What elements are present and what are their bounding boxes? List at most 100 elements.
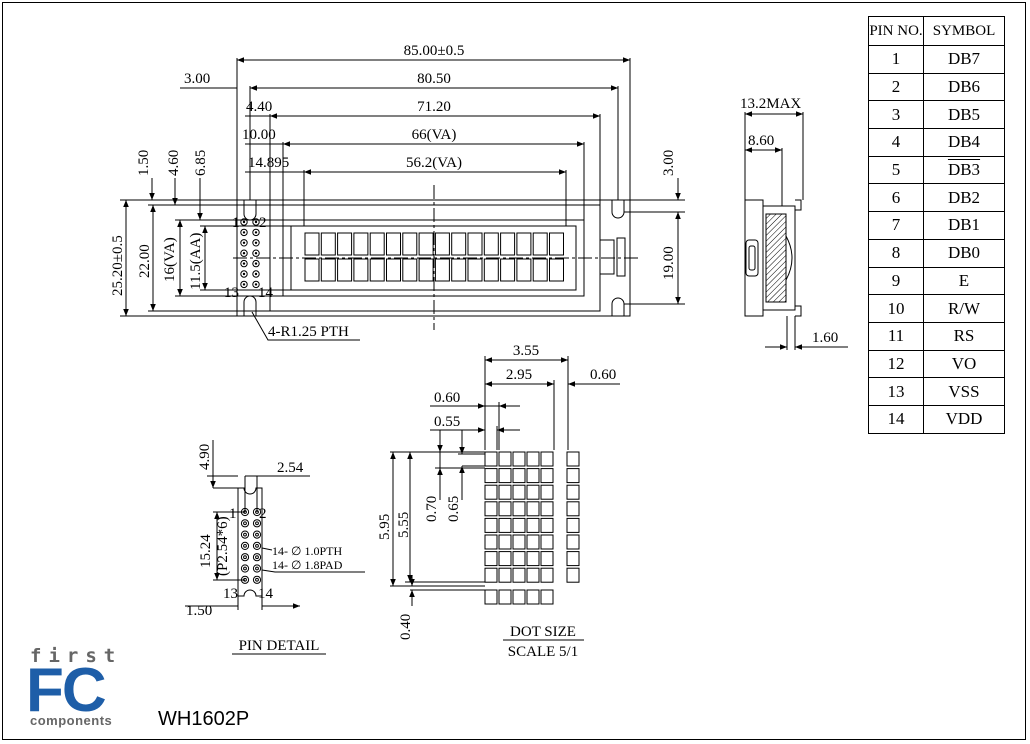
pin-hole [254, 220, 258, 224]
pin-number: 12 [868, 349, 924, 379]
lcd-cell [369, 258, 385, 282]
lcd-cell [386, 232, 401, 256]
dot-cell [512, 468, 526, 484]
pin-hole [254, 283, 258, 286]
dot-cell [498, 501, 512, 517]
pin-symbol: E [923, 266, 1005, 296]
pin-hole [243, 510, 247, 514]
pin-number: 1 [868, 45, 924, 74]
ds-dim-595: 5.95 [377, 514, 393, 540]
pin-symbol: VSS [923, 377, 1005, 406]
pin-hole [242, 262, 246, 265]
lcd-cell [320, 258, 336, 282]
pin-pad [240, 249, 248, 257]
dim-aa-height: 11.5(AA) [188, 233, 204, 290]
pd-pin-13: 13 [223, 586, 238, 602]
dot-cell [540, 517, 554, 533]
dim-side-860: 8.60 [748, 133, 774, 149]
pin-symbol: R/W [923, 294, 1005, 323]
pin-hole [243, 555, 247, 560]
dot-cell [512, 517, 526, 533]
pin-hole [255, 510, 259, 514]
pin-number: 10 [868, 294, 924, 323]
model-number: WH1602P [158, 708, 250, 730]
dot-cell [512, 501, 526, 517]
pin-hole [255, 555, 259, 560]
front-view [233, 185, 640, 330]
pin-hole [255, 566, 259, 571]
dot-cell [540, 534, 554, 550]
pin-pad [240, 575, 250, 584]
dim-460: 4.60 [166, 150, 182, 176]
ds-dim-060b: 0.60 [590, 367, 616, 383]
dim-side-max: 13.2MAX [740, 96, 801, 112]
dot-cell [498, 468, 512, 484]
lcd-cell [434, 232, 450, 256]
dot-cell [512, 567, 526, 583]
dim-1000: 10.00 [242, 127, 276, 143]
lcd-cell [549, 232, 564, 256]
lcd-cell [451, 258, 467, 282]
pin-number: 2 [868, 72, 924, 102]
dot-cell [566, 551, 580, 567]
pin-detail-holes [240, 507, 262, 584]
logo-components-text: components [30, 713, 113, 728]
pin-symbol: VDD [923, 404, 1005, 434]
dot-cell [484, 567, 498, 583]
pin-number: 6 [868, 183, 924, 213]
dot-cell [526, 484, 540, 500]
pin-label-14: 14 [258, 285, 274, 301]
pd-dim-254: 2.54 [277, 460, 304, 476]
lcd-cell [467, 258, 483, 282]
dot-cell [498, 484, 512, 500]
dot-cell [566, 468, 580, 484]
pin-detail-title: PIN DETAIL [239, 638, 320, 654]
cursor-dot-cell [540, 589, 554, 605]
pin-hole [255, 521, 259, 526]
pin-number: 11 [868, 321, 924, 351]
pin-number: 3 [868, 100, 924, 130]
dot-cell [484, 468, 498, 484]
dot-cell [484, 551, 498, 567]
pin-pad [252, 239, 260, 247]
pin-pad [252, 541, 262, 551]
pth-note: 4-R1.25 PTH [268, 324, 349, 340]
side-view [744, 111, 848, 350]
pin-number: 14 [868, 404, 924, 434]
pin-label-13: 13 [224, 285, 239, 301]
dot-cell [540, 451, 554, 467]
pin-hole [255, 577, 259, 582]
pin-pad [240, 270, 248, 278]
pd-dim-1524: 15.24 [198, 534, 214, 568]
lcd-cell [418, 258, 434, 282]
lcd-cell [320, 232, 336, 256]
pd-pitch: (P2.54*6) [215, 516, 231, 576]
ds-dim-065: 0.65 [446, 496, 462, 522]
pin-symbol: DB5 [923, 100, 1005, 130]
pin-number: 8 [868, 238, 924, 268]
pin-hole [243, 544, 247, 548]
dot-cell [540, 551, 554, 567]
pin-pad [240, 259, 248, 268]
dot-cell [484, 501, 498, 517]
pin-pad [252, 564, 262, 573]
pin-symbol: DB2 [923, 183, 1005, 213]
pin-table-header-symbol: SYMBOL [923, 16, 1005, 46]
lcd-cell [483, 232, 499, 256]
dot-cell [526, 551, 540, 567]
dot-cell [498, 451, 512, 467]
lcd-cell [337, 232, 353, 256]
dot-cell [540, 567, 554, 583]
pin-hole [242, 283, 246, 286]
pin-pad [240, 541, 250, 551]
front-dims-horizontal [180, 57, 631, 226]
pin-pad [252, 575, 262, 584]
